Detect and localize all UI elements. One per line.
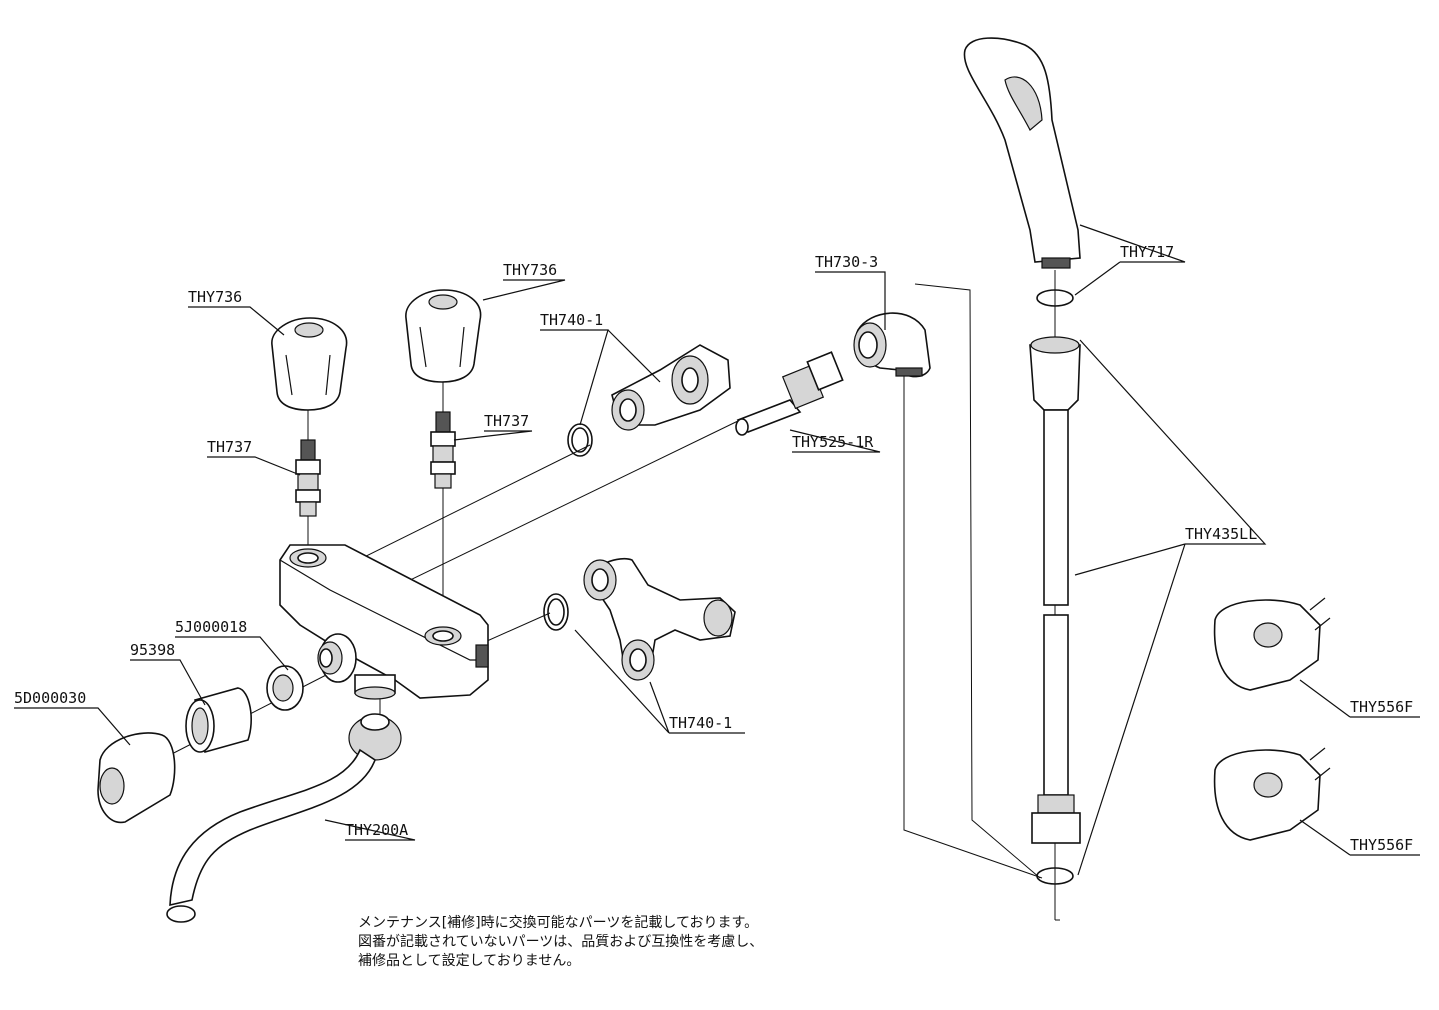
label-th730-3: TH730-3 xyxy=(815,253,878,271)
label-thy736-right: THY736 xyxy=(503,261,557,279)
label-thy556f-top: THY556F xyxy=(1350,698,1413,716)
th737-cartridge-right xyxy=(430,411,456,489)
th740-1-upper-fitting xyxy=(567,344,731,457)
faucet-body xyxy=(279,544,489,700)
p95398-sleeve xyxy=(185,687,252,754)
p5j000018-nut xyxy=(266,665,304,711)
th737-cartridge-left xyxy=(295,439,321,517)
th730-3-elbow xyxy=(853,312,931,378)
p5d000030-cap xyxy=(97,732,176,824)
label-95398: 95398 xyxy=(130,641,175,659)
note-line-3: 補修品として設定しておりません。 xyxy=(358,953,581,969)
thy525-1r-switch-valve xyxy=(735,351,844,436)
label-th740-1-top: TH740-1 xyxy=(540,311,603,329)
label-thy435ll: THY435LL xyxy=(1185,525,1257,543)
thy200a-spout xyxy=(166,713,402,923)
label-5d000030: 5D000030 xyxy=(14,689,86,707)
thy556f-holder-top xyxy=(1213,597,1331,691)
label-5j000018: 5J000018 xyxy=(175,618,247,636)
thy435ll-hose xyxy=(1029,336,1081,885)
label-th737-right: TH737 xyxy=(484,412,529,430)
th740-1-lower-fitting xyxy=(543,558,736,681)
label-thy200a: THY200A xyxy=(345,821,408,839)
label-thy736-left: THY736 xyxy=(188,288,242,306)
label-thy717: THY717 xyxy=(1120,243,1174,261)
label-thy556f-bottom: THY556F xyxy=(1350,836,1413,854)
note-line-2: 図番が記載されていないパーツは、品質および互換性を考慮し、 xyxy=(358,934,764,950)
leader-lines xyxy=(14,224,1420,876)
thy736-handle-left xyxy=(271,317,348,411)
thy736-handle-right xyxy=(405,289,482,383)
note-line-1: メンテナンス[補修]時に交換可能なパーツを記載しております。 xyxy=(358,915,759,931)
label-th737-left: TH737 xyxy=(207,438,252,456)
maintenance-note: メンテナンス[補修]時に交換可能なパーツを記載しております。 図番が記載されてい… xyxy=(358,914,918,971)
thy717-shower-head xyxy=(963,37,1081,307)
label-th740-1-bottom: TH740-1 xyxy=(669,714,732,732)
part-labels: THY736 THY736 TH737 TH737 TH740-1 TH730-… xyxy=(14,243,1413,854)
thy556f-holder-bottom xyxy=(1213,747,1331,841)
label-thy525-1r: THY525-1R xyxy=(792,433,874,451)
